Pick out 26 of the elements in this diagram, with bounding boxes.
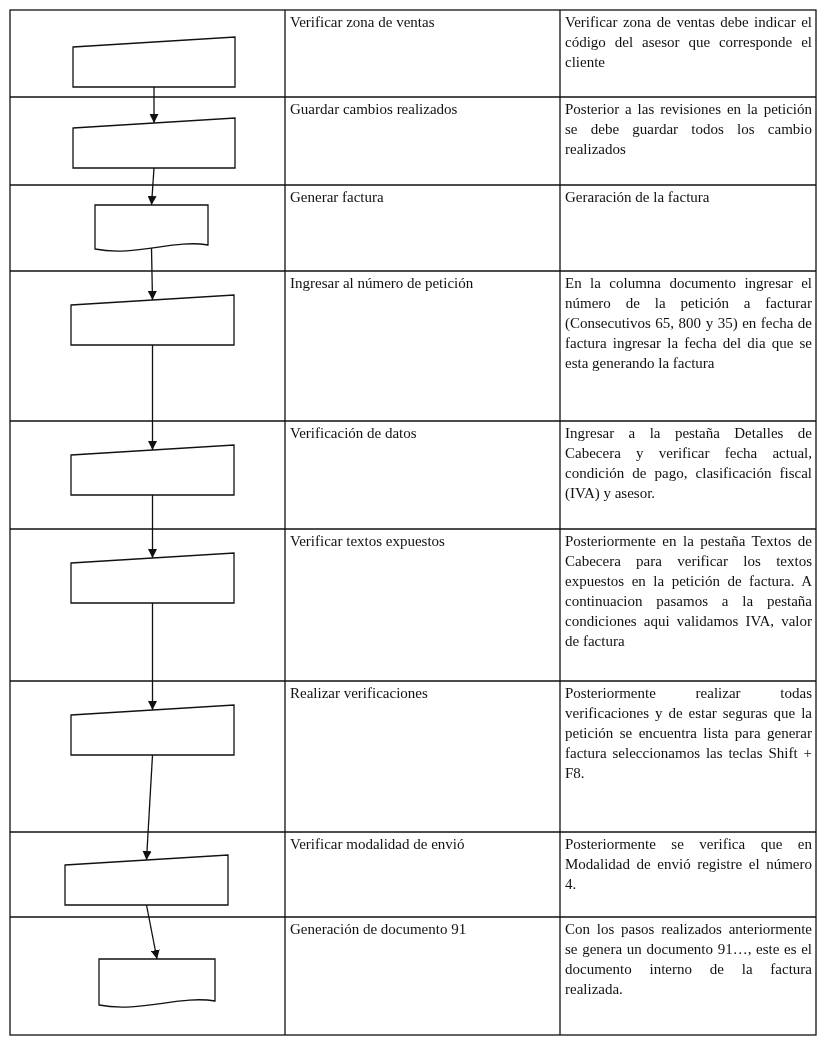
arrow bbox=[148, 494, 157, 559]
step-description: Posteriormente realizar todas verificaciones y de estar seguras que la petición se encuentra lista para generar factura seleccionamos las teclas Shift + F8. bbox=[565, 684, 812, 783]
arrow bbox=[142, 754, 154, 861]
step-description: Verificar zona de ventas debe indicar el código del asesor que corresponde el cliente bbox=[565, 13, 812, 72]
arrow bbox=[149, 86, 159, 124]
arrow bbox=[148, 344, 157, 451]
arrow bbox=[147, 167, 157, 206]
step-description: Geraración de la factura bbox=[565, 188, 711, 207]
step-description: En la columna documento ingresar el número de la petición a facturar (Consecutivos 65, 800 y 35) en fecha de factura ingresar la fecha del dia que se esta generando la factura bbox=[565, 274, 812, 373]
step-title: Guardar cambios realizados bbox=[290, 100, 459, 119]
step-title: Verificar zona de ventas bbox=[290, 13, 436, 32]
step-description: Posterior a las revisiones en la petición se debe guardar todos los cambio realizados bbox=[565, 100, 812, 159]
step-description: Ingresar a la pestaña Detalles de Cabecera y verificar fecha actual, condición de pago, clasificación fiscal (IVA) y asesor. bbox=[565, 424, 812, 503]
arrow bbox=[147, 247, 157, 301]
step-title: Generar factura bbox=[290, 188, 385, 207]
step-title: Verificación de datos bbox=[290, 424, 418, 443]
step-description: Posteriormente se verifica que en Modalidad de envió registre el número 4. bbox=[565, 835, 812, 894]
step-description: Posteriormente en la pestaña Textos de Cabecera para verificar los textos expuestos en la petición de factura. A continuacion pasamos a la pestaña condiciones aqui validamos IVA, valor de factura bbox=[565, 532, 812, 651]
arrow bbox=[148, 602, 157, 711]
step-description: Con los pasos realizados anteriormente se genera un documento 91…, este es el documento interno de la factura realizada. bbox=[565, 920, 812, 999]
step-title: Ingresar al número de petición bbox=[290, 274, 475, 293]
step-title: Generación de documento 91 bbox=[290, 920, 468, 939]
step-title: Verificar textos expuestos bbox=[290, 532, 446, 551]
arrow bbox=[145, 904, 160, 960]
step-title: Realizar verificaciones bbox=[290, 684, 429, 703]
step-title: Verificar modalidad de envió bbox=[290, 835, 466, 854]
